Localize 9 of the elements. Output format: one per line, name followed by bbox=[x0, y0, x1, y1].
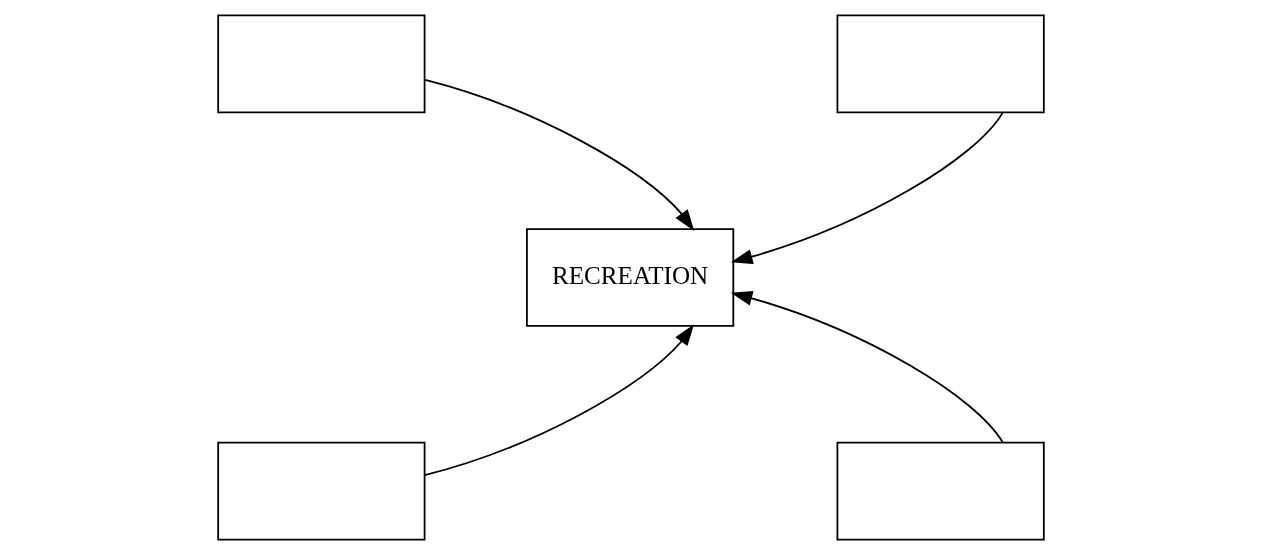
node-box bbox=[217, 441, 426, 541]
node-box: RECREATION bbox=[526, 228, 735, 327]
arrow bbox=[424, 79, 695, 232]
node-box bbox=[217, 14, 426, 114]
arrow bbox=[423, 324, 695, 477]
node-box bbox=[836, 441, 1045, 541]
node-box bbox=[836, 14, 1045, 114]
arrow bbox=[730, 111, 1004, 264]
arrow bbox=[730, 290, 1004, 444]
